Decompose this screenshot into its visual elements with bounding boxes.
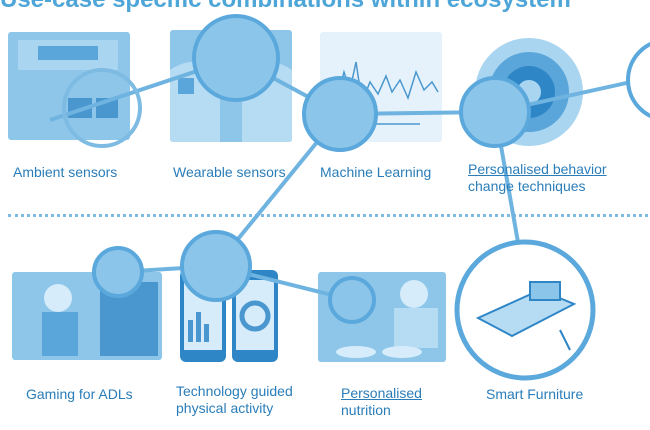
machine-learning-label: Machine Learning [320,164,432,180]
node-right-edge [626,42,650,118]
smart-furniture-label: Smart Furniture [486,386,584,402]
node-gaming [92,246,144,298]
node-ambient [62,68,142,148]
node-nutrition [328,276,376,324]
wearable-sensors-label: Wearable sensors [173,164,286,180]
section-divider [8,214,648,217]
behavior-change-label-line2: change techniques [468,178,586,194]
physical-activity-label-line1: Technology guided [176,383,293,399]
behavior-change-label-line1: Personalised behavior [468,161,607,177]
nutrition-label-line2: nutrition [341,402,391,418]
node-machine-learning [302,76,378,152]
nutrition-label-line1: Personalised [341,385,422,401]
physical-activity-phones-image [178,268,280,364]
node-physical-activity [180,230,252,302]
physical-activity-label-line2: physical activity [176,400,274,416]
node-wearable [192,14,280,102]
ambient-sensors-label: Ambient sensors [13,164,118,180]
node-behavior [459,76,531,148]
gaming-adls-label: Gaming for ADLs [26,386,133,402]
page-title: Use-case specific combinations within ec… [0,0,650,14]
